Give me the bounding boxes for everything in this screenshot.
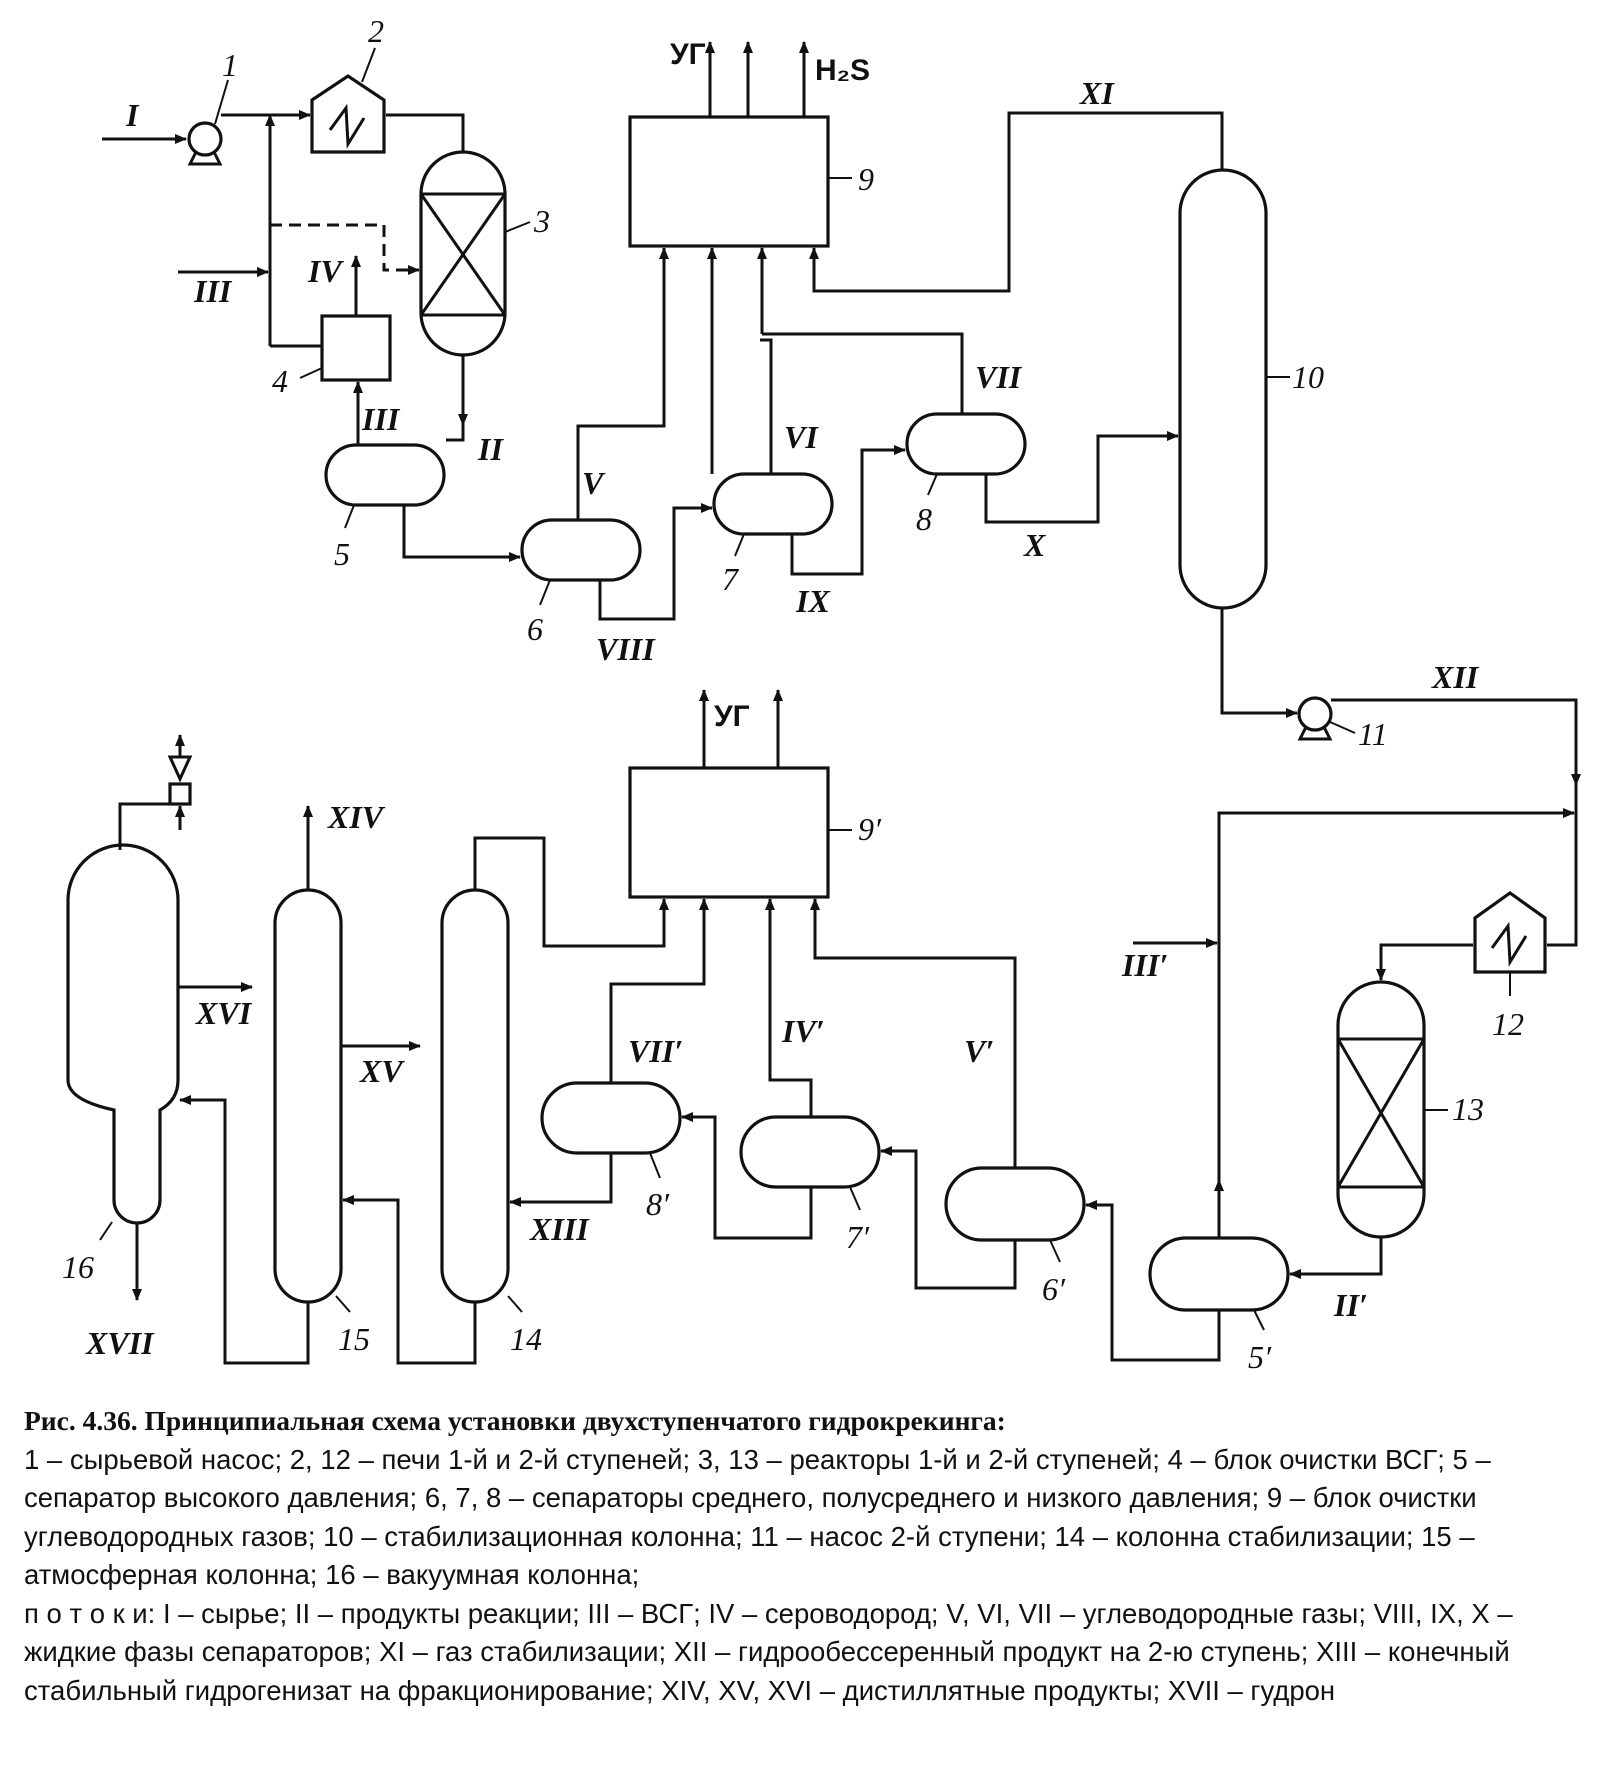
stream-III-prime: III′ — [1121, 947, 1168, 983]
stream-II: II — [477, 431, 504, 467]
label-eq-7-prime: 7′ — [846, 1219, 870, 1255]
stream-III-recycle: III — [361, 401, 401, 437]
separator-6-prime — [944, 1166, 1086, 1242]
gas-label-ug-bottom: УГ — [714, 700, 750, 733]
furnace-12 — [1473, 891, 1547, 974]
process-flow-diagram: 1 2 3 4 5 6 7 8 9 10 11 12 13 14 15 16 5… — [62, 13, 1581, 1375]
stream-IV: IV — [307, 253, 344, 289]
pump-11 — [1297, 696, 1333, 741]
label-eq-13: 13 — [1452, 1091, 1484, 1127]
stream-V-prime: V′ — [964, 1033, 994, 1069]
gas-label-ug-top: УГ — [670, 38, 706, 71]
label-eq-10: 10 — [1292, 359, 1324, 395]
figure-caption: Рис. 4.36. Принципиальная схема установк… — [24, 1402, 1598, 1710]
label-eq-3: 3 — [533, 203, 550, 239]
gas-label-h2s: H₂S — [815, 54, 870, 87]
leader-lines — [99, 47, 1511, 1331]
stream-IV-prime: IV′ — [781, 1013, 825, 1049]
caption-title: Рис. 4.36. Принципиальная схема установк… — [24, 1405, 1006, 1436]
atmospheric-column-15 — [273, 888, 343, 1304]
furnace-2 — [310, 74, 386, 154]
separator-8-prime — [540, 1081, 682, 1155]
stabilization-column-10 — [1178, 168, 1268, 610]
label-eq-15: 15 — [338, 1321, 370, 1357]
separator-8 — [905, 412, 1027, 476]
reactor-3 — [419, 150, 507, 357]
stream-XI: XI — [1079, 75, 1115, 111]
label-eq-6: 6 — [527, 611, 543, 647]
caption-equipment-legend: 1 – сырьевой насос; 2, 12 – печи 1-й и 2… — [24, 1443, 1491, 1591]
separator-7 — [712, 472, 834, 536]
stream-I: I — [125, 97, 140, 133]
stream-VI: VI — [784, 419, 819, 455]
stream-VII-prime: VII′ — [628, 1033, 683, 1069]
separator-7-prime — [739, 1115, 881, 1189]
vacuum-column-16 — [66, 843, 180, 1225]
stabilization-column-14 — [440, 888, 510, 1304]
ejector-symbol — [118, 734, 193, 850]
label-eq-5-prime: 5′ — [1248, 1339, 1272, 1375]
label-eq-14: 14 — [510, 1321, 542, 1357]
gas-cleaning-block-9 — [628, 115, 830, 248]
stream-XVI: XVI — [195, 995, 253, 1031]
stream-II-prime: II′ — [1333, 1287, 1368, 1323]
label-eq-6-prime: 6′ — [1042, 1271, 1066, 1307]
label-eq-1: 1 — [222, 47, 238, 83]
caption-streams-legend: п о т о к и: I – сырье; II – продукты ре… — [24, 1597, 1513, 1706]
label-eq-9-prime: 9′ — [858, 811, 882, 847]
stream-VIII: VIII — [596, 631, 656, 667]
stream-V: V — [582, 465, 606, 501]
stream-XII: XII — [1431, 659, 1480, 695]
stream-XIII: XIII — [529, 1211, 590, 1247]
label-eq-8: 8 — [916, 501, 932, 537]
label-eq-16: 16 — [62, 1249, 94, 1285]
stream-VII: VII — [975, 359, 1023, 395]
label-eq-2: 2 — [368, 13, 384, 49]
stream-X: X — [1023, 527, 1046, 563]
upper-piping — [102, 41, 1581, 786]
stream-XV: XV — [359, 1053, 405, 1089]
separator-5-prime — [1148, 1236, 1290, 1312]
separator-6 — [520, 518, 642, 582]
gas-cleaning-block-9-prime — [628, 766, 830, 899]
label-eq-7: 7 — [722, 561, 740, 597]
label-eq-12: 12 — [1492, 1006, 1524, 1042]
hsg-cleaning-block-4 — [320, 314, 392, 382]
stream-XIV: XIV — [327, 799, 386, 835]
lower-piping — [132, 689, 1578, 1365]
label-eq-5: 5 — [334, 536, 350, 572]
stream-IX: IX — [795, 583, 830, 619]
feed-pump-1 — [187, 121, 223, 166]
reactor-13 — [1336, 980, 1426, 1239]
stream-III-feed: III — [193, 273, 233, 309]
label-eq-9: 9 — [858, 161, 874, 197]
separator-5 — [324, 443, 446, 507]
label-eq-8-prime: 8′ — [646, 1186, 670, 1222]
label-eq-11: 11 — [1358, 716, 1388, 752]
label-eq-4: 4 — [272, 363, 288, 399]
stream-XVII: XVII — [85, 1325, 155, 1361]
